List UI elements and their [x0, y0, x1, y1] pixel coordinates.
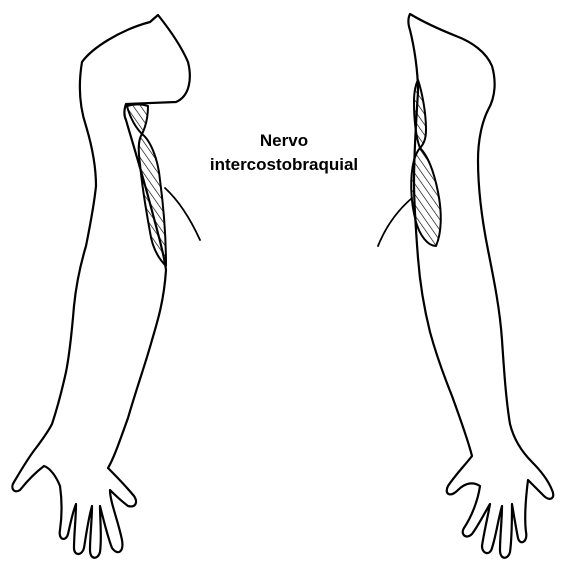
right-arm-outline	[409, 14, 554, 558]
left-nerve-branch	[165, 188, 200, 240]
left-arm	[12, 15, 200, 558]
left-hatched-zone-upper	[127, 105, 148, 135]
right-arm	[378, 14, 553, 558]
nerve-label: Nervo intercostobraquial	[210, 131, 358, 174]
nerve-label-line2: intercostobraquial	[210, 155, 358, 174]
left-arm-outline	[12, 15, 189, 558]
left-hatched-zone-lower	[139, 134, 166, 266]
right-nerve-branch	[378, 198, 412, 246]
nerve-label-line1: Nervo	[260, 131, 308, 150]
